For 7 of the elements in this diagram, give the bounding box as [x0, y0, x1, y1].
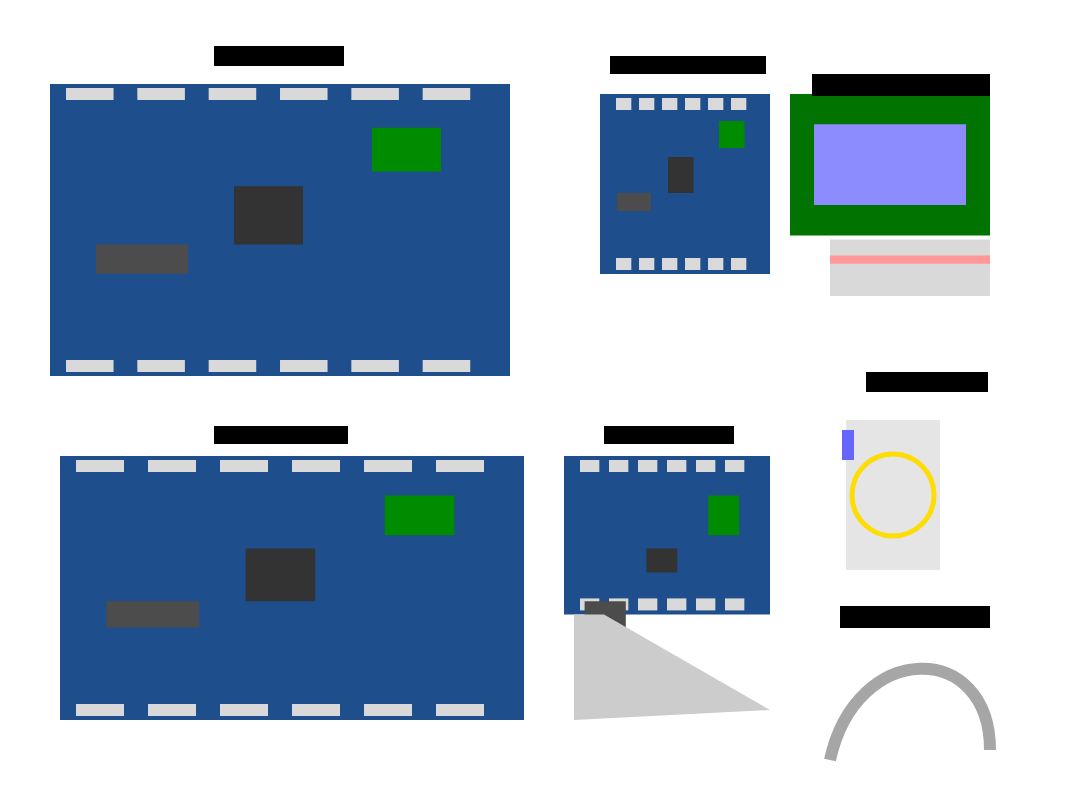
circuit-board-drawing — [50, 84, 510, 376]
ribbon-cable-drawing — [824, 662, 996, 762]
lcd-screen-drawing — [790, 94, 990, 296]
cable-coil-drawing — [842, 420, 940, 570]
control-panel-drawing — [600, 94, 770, 274]
circuit-board-drawing — [60, 456, 524, 720]
circuit-board-drawing — [564, 456, 770, 720]
